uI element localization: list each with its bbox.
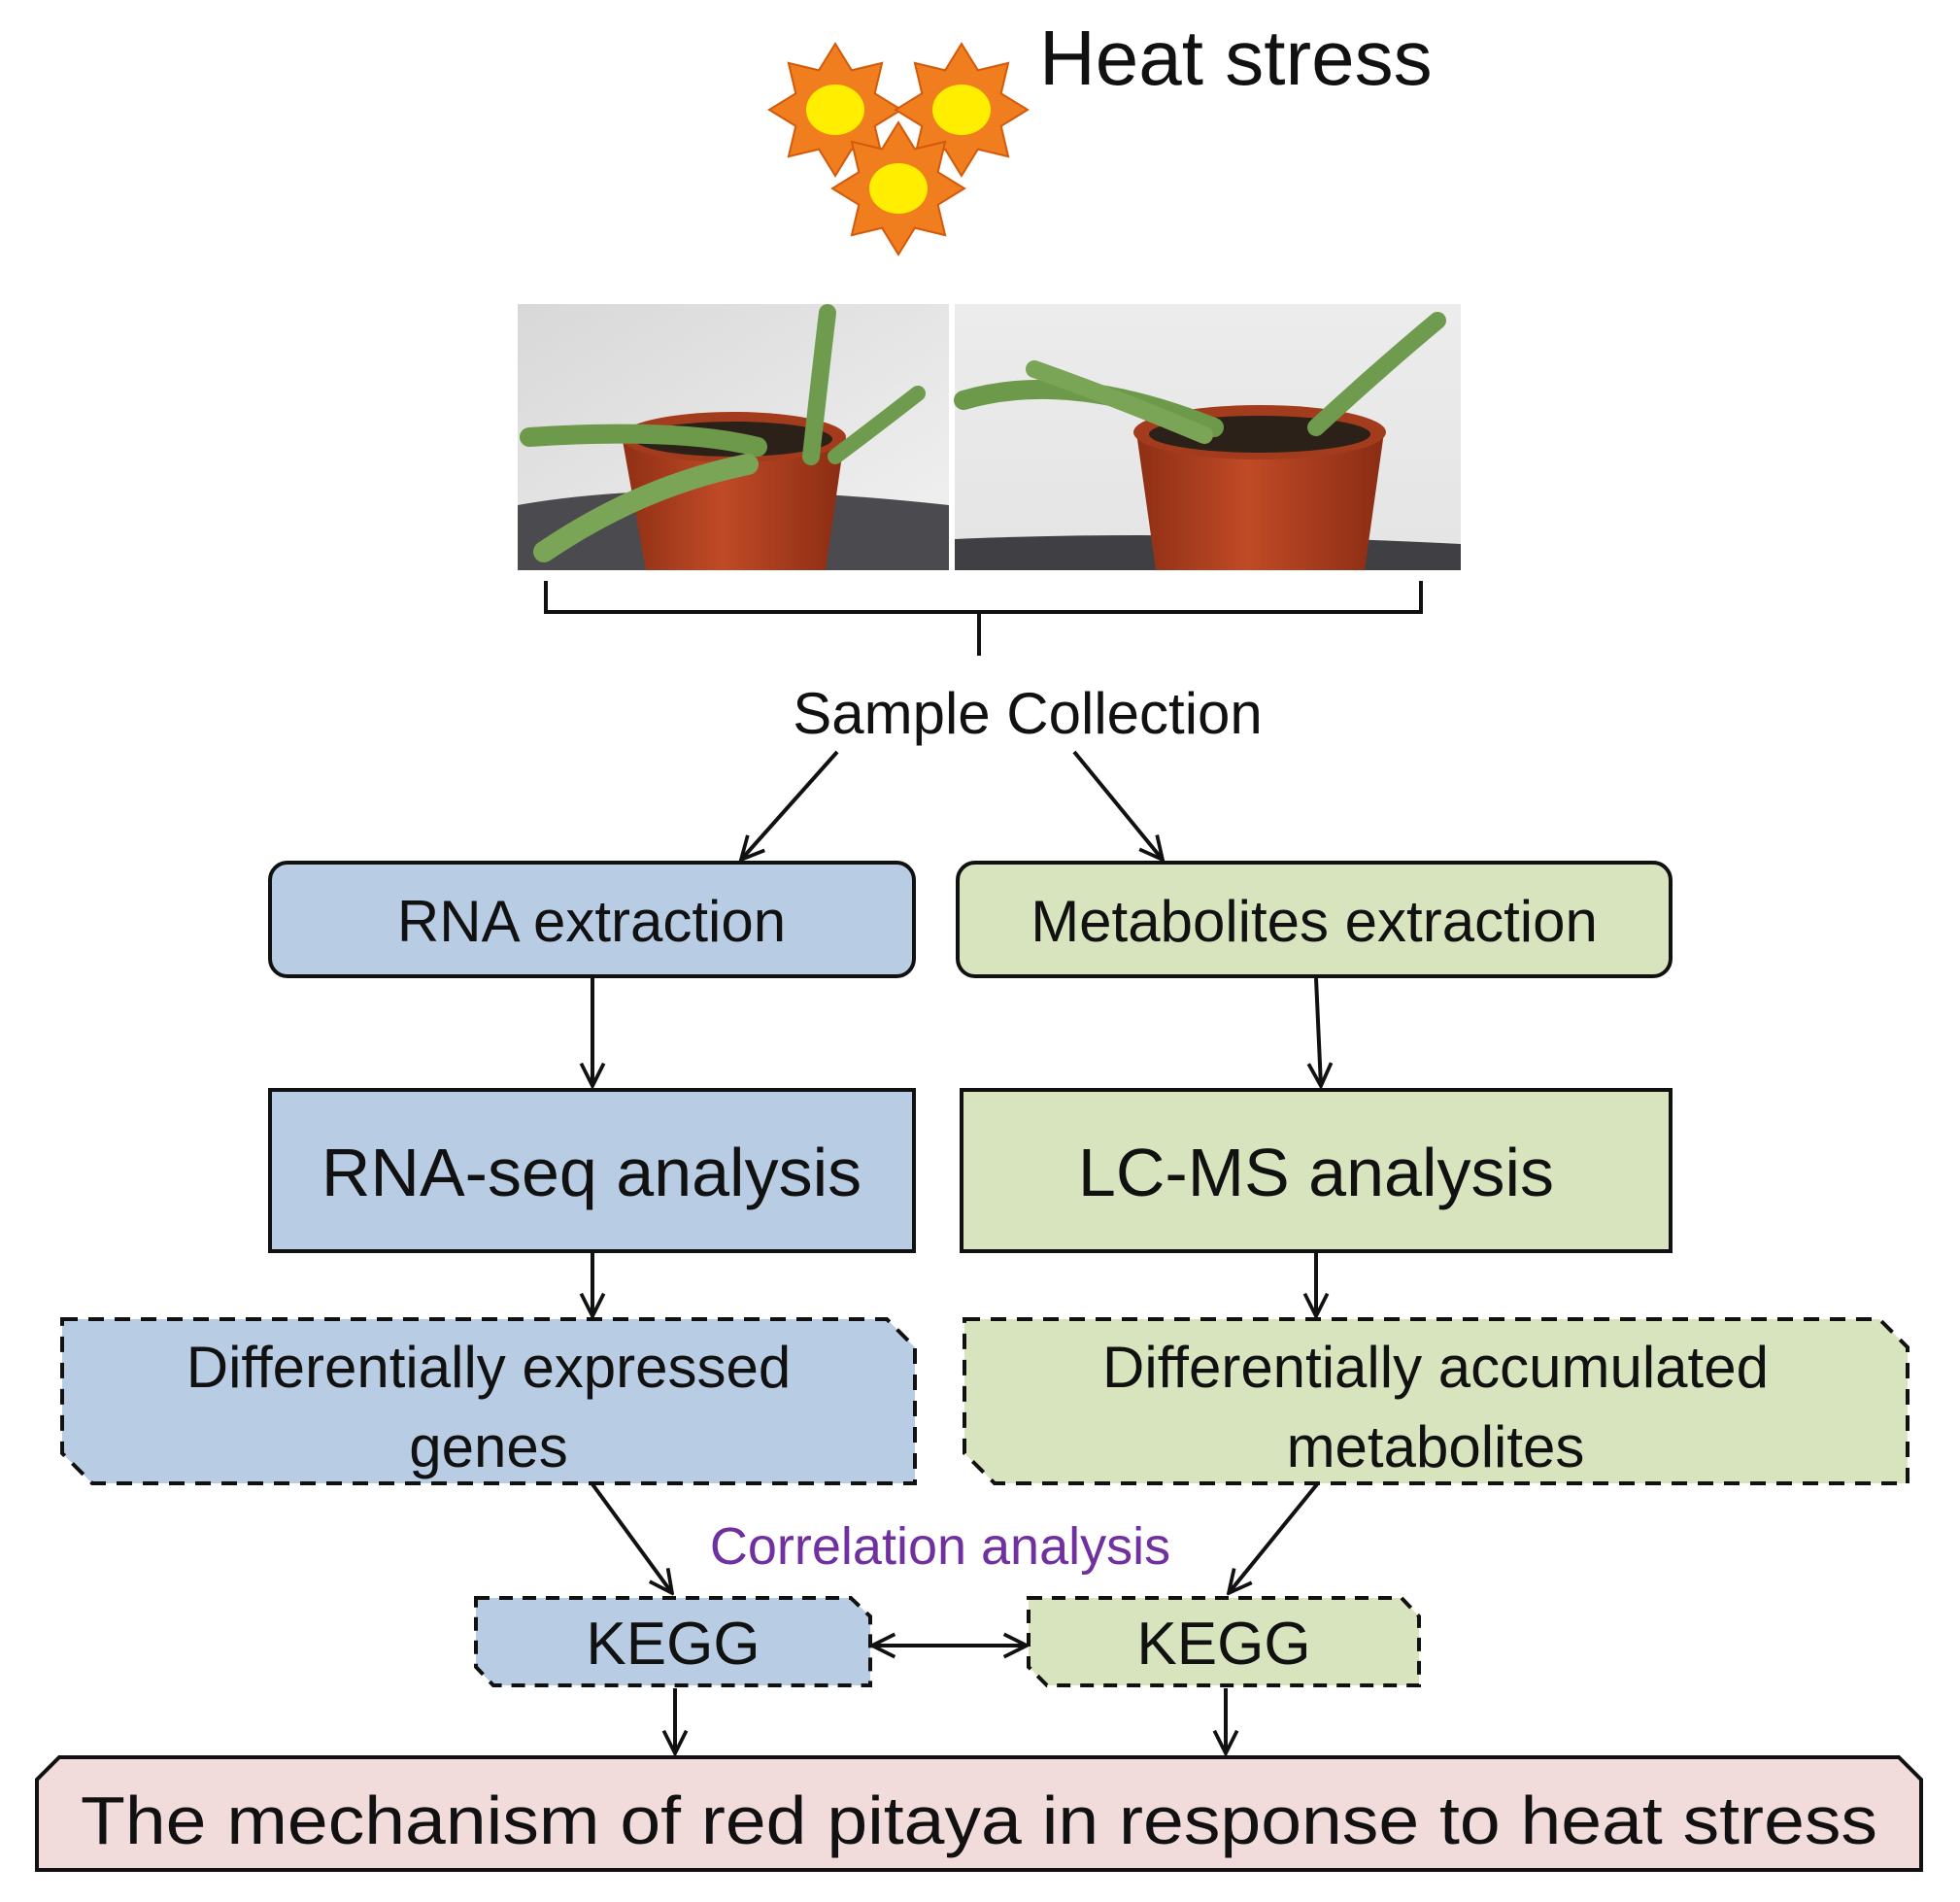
kegg-left-box [474, 1596, 872, 1687]
correlation-analysis-label: Correlation analysis [710, 1517, 1170, 1576]
degs-box [60, 1317, 917, 1485]
heat-stress-title: Heat stress [1039, 15, 1433, 101]
sun-icon [894, 42, 1030, 178]
conclusion-box [35, 1755, 1923, 1872]
degs-label-line1: Differentially expressed [186, 1335, 792, 1400]
lcms-analysis-box [960, 1088, 1673, 1253]
rna-seq-analysis-label: RNA-seq analysis [321, 1135, 862, 1210]
dams-box [963, 1317, 1909, 1485]
conclusion-label: The mechanism of red pitaya in response … [81, 1783, 1877, 1858]
arrow-to-metabolites-extraction [1072, 750, 1163, 860]
arrow-to-lcms [1316, 977, 1321, 1086]
sample-collection-label: Sample Collection [793, 681, 1263, 746]
kegg-right-box [1027, 1596, 1421, 1687]
arrow-to-rna-extraction [741, 750, 839, 860]
pitaya-photo-left [518, 304, 949, 570]
sample-brace [544, 581, 1423, 656]
kegg-right-label: KEGG [1136, 1611, 1310, 1678]
arrow-degs-to-kegg [591, 1482, 672, 1593]
dams-label-line2: metabolites [1287, 1414, 1585, 1479]
sun-icon [830, 120, 966, 256]
kegg-left-label: KEGG [586, 1611, 760, 1678]
metabolites-extraction-box [956, 861, 1673, 978]
dams-label-line1: Differentially accumulated [1102, 1335, 1769, 1400]
pitaya-photo-right [954, 304, 1461, 570]
metabolites-extraction-label: Metabolites extraction [1031, 889, 1598, 954]
lcms-analysis-label: LC-MS analysis [1078, 1135, 1554, 1210]
arrow-dams-to-kegg [1229, 1482, 1319, 1593]
degs-label-line2: genes [409, 1414, 567, 1479]
rna-extraction-label: RNA extraction [397, 889, 786, 954]
rna-seq-analysis-box [268, 1088, 916, 1253]
rna-extraction-box [268, 861, 916, 978]
sun-icon [767, 42, 903, 178]
